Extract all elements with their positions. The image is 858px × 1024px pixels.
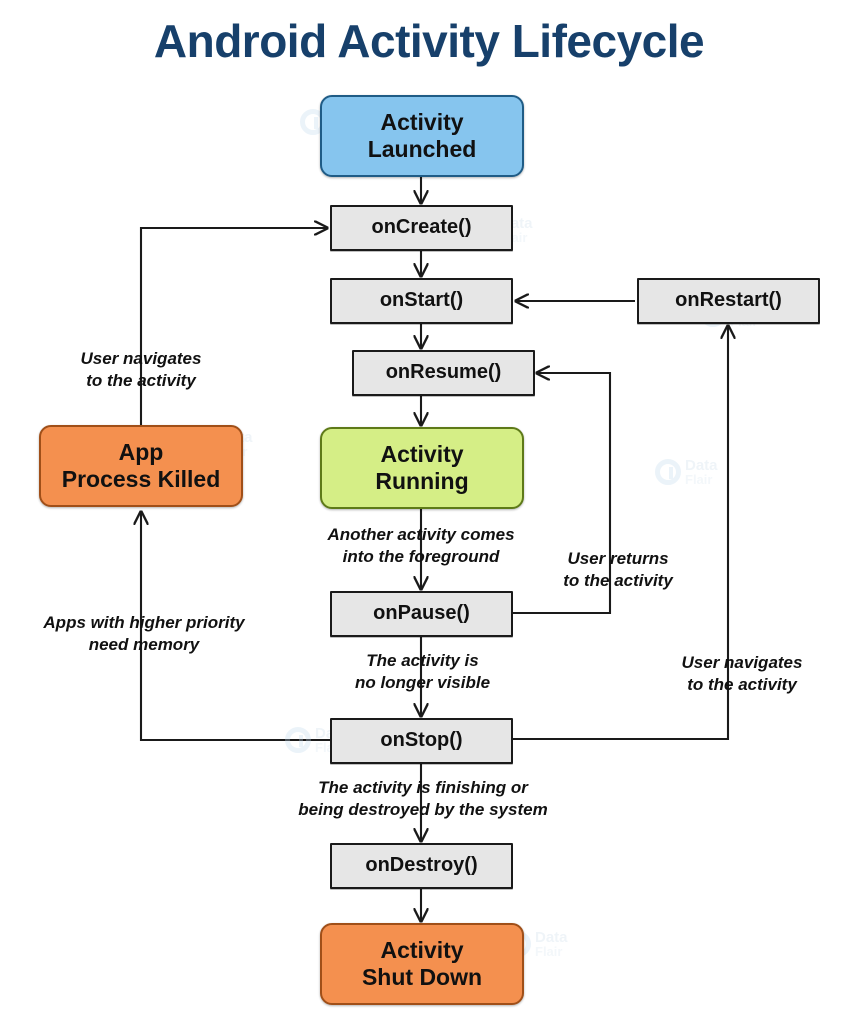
node-activity-launched-line1: Activity xyxy=(380,108,464,135)
node-activity-shut-down[interactable]: Activity Shut Down xyxy=(320,923,524,1005)
node-onpause-label: onPause() xyxy=(373,602,470,625)
node-app-process-killed[interactable]: App Process Killed xyxy=(39,425,243,507)
node-onresume[interactable]: onResume() xyxy=(352,350,535,396)
node-activity-running-line2: Running xyxy=(375,468,469,494)
node-app-process-killed-line2: Process Killed xyxy=(61,466,221,492)
edge-label-user-returns: User returns to the activity xyxy=(563,549,673,590)
node-activity-shut-down-line2: Shut Down xyxy=(361,964,483,990)
dataflair-logo-icon xyxy=(655,459,681,485)
node-activity-launched-line2: Launched xyxy=(367,136,477,162)
edge-label-another-activity-foreground: Another activity comes into the foregrou… xyxy=(327,525,515,566)
node-oncreate-label: onCreate() xyxy=(371,216,472,239)
node-activity-running[interactable]: Activity Running xyxy=(320,427,524,509)
edge-label-finishing-or-destroyed: The activity is finishing or being destr… xyxy=(298,778,548,819)
node-ondestroy-label: onDestroy() xyxy=(365,854,478,877)
node-onstop[interactable]: onStop() xyxy=(330,718,513,764)
dataflair-watermark: Data Flair xyxy=(655,458,718,486)
node-activity-running-line1: Activity xyxy=(380,440,464,467)
edge-processkilled-to-oncreate xyxy=(139,228,327,425)
node-ondestroy[interactable]: onDestroy() xyxy=(330,843,513,889)
edge-label-no-longer-visible: The activity is no longer visible xyxy=(354,651,491,692)
node-onrestart-label: onRestart() xyxy=(675,289,782,312)
edge-label-apps-higher-priority: Apps with higher priority need memory xyxy=(43,613,245,654)
node-onresume-label: onResume() xyxy=(385,361,502,384)
dataflair-logo-icon xyxy=(285,727,311,753)
edge-label-user-navigates-left: User navigates to the activity xyxy=(80,349,202,390)
node-onpause[interactable]: onPause() xyxy=(330,591,513,637)
node-onrestart[interactable]: onRestart() xyxy=(637,278,820,324)
node-app-process-killed-line1: App xyxy=(118,438,164,465)
node-onstart[interactable]: onStart() xyxy=(330,278,513,324)
dataflair-watermark-text: Data Flair xyxy=(685,457,718,487)
edge-label-user-navigates-right: User navigates to the activity xyxy=(681,653,803,694)
node-onstart-label: onStart() xyxy=(379,289,464,312)
node-activity-shut-down-line1: Activity xyxy=(380,936,464,963)
node-activity-launched[interactable]: Activity Launched xyxy=(320,95,524,177)
node-oncreate[interactable]: onCreate() xyxy=(330,205,513,251)
page-title: Android Activity Lifecycle xyxy=(153,15,705,67)
dataflair-watermark-text: Data Flair xyxy=(535,929,568,959)
node-onstop-label: onStop() xyxy=(380,729,463,752)
